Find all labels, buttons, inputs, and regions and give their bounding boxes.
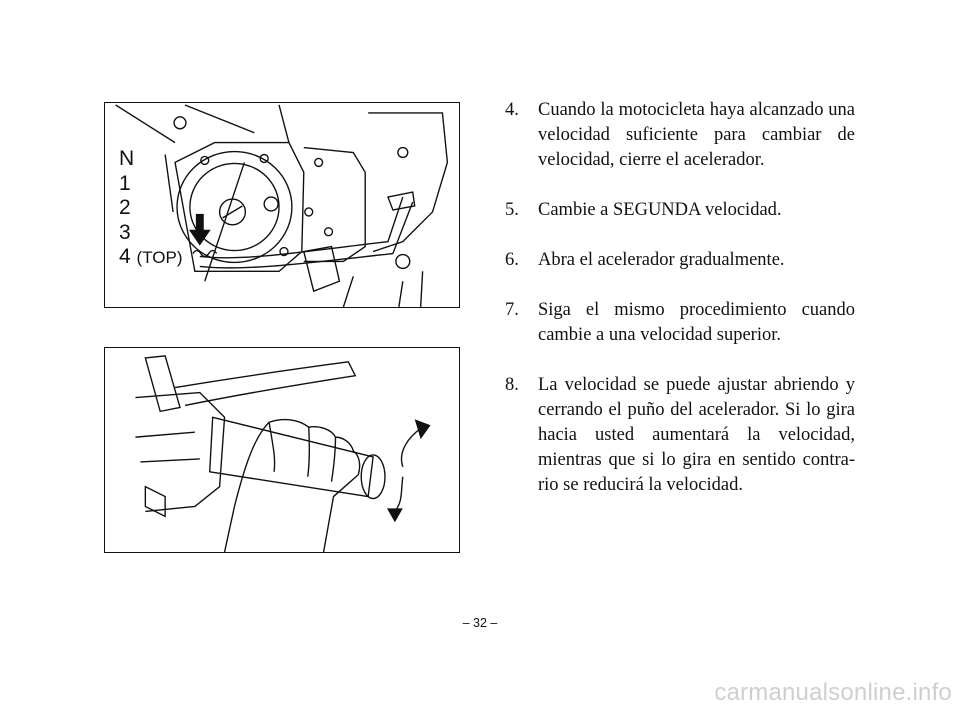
watermark: carmanualsonline.info <box>714 679 952 706</box>
engine-line-drawing <box>115 104 449 307</box>
gear-position-labels: N 1 2 3 4 (TOP) <box>119 147 183 271</box>
throttle-rotation-arrow-icon <box>386 419 431 523</box>
step-number: 7. <box>505 300 519 320</box>
step-text: Cambie a SEGUNDA velocidad. <box>538 200 782 220</box>
step-number: 5. <box>505 200 519 220</box>
gear-label-4: 4 <box>119 245 131 268</box>
step-text: La velocidad se puede ajustar abriendo y… <box>538 375 855 495</box>
gear-label-top: (TOP) <box>136 248 183 267</box>
step-text: Abra el acelerador gradualmente. <box>538 250 785 270</box>
gear-label-4-row: 4 (TOP) <box>119 245 183 271</box>
gear-label-n: N <box>119 147 135 170</box>
step-item: 8. La velocidad se puede ajustar abriend… <box>505 373 855 498</box>
gear-label-2: 2 <box>119 196 131 219</box>
throttle-line-drawing <box>135 355 431 552</box>
gear-label-1: 1 <box>119 171 131 195</box>
step-number: 6. <box>505 250 519 270</box>
instruction-steps: 4. Cuando la motocicleta haya alcanzado … <box>505 98 855 523</box>
gear-label-3: 3 <box>119 220 131 244</box>
shift-down-arrow-icon <box>188 213 211 246</box>
throttle-grip-illustration <box>104 347 460 553</box>
step-item: 6. Abra el acelerador gradualmente. <box>505 248 855 273</box>
step-item: 5. Cambie a SEGUNDA velocidad. <box>505 198 855 223</box>
step-number: 4. <box>505 100 519 120</box>
step-item: 7. Siga el mismo procedimiento cuando ca… <box>505 298 855 348</box>
page-number: – 32 – <box>462 616 498 630</box>
step-number: 8. <box>505 375 519 395</box>
step-text: Siga el mismo procedimiento cuando cambi… <box>538 300 855 345</box>
step-text: Cuando la motocicleta haya alcanzado una… <box>538 100 855 170</box>
gear-shift-illustration: N 1 2 3 4 (TOP) <box>104 102 460 308</box>
step-item: 4. Cuando la motocicleta haya alcanzado … <box>505 98 855 173</box>
